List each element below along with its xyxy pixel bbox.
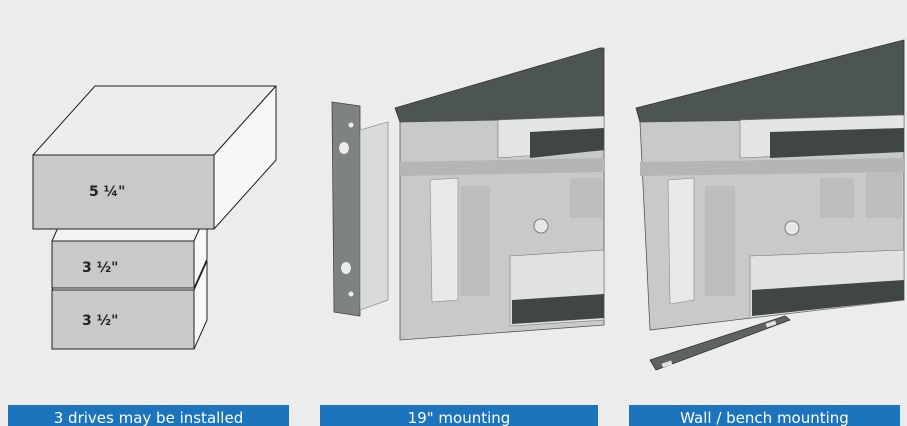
drive-label-3-5-upper: 3 ½" (82, 260, 119, 276)
drive-5-25 (32, 85, 277, 230)
rack-mount-illustration (331, 47, 605, 341)
caption-wall-mounting: Wall / bench mounting (629, 405, 900, 426)
drive-stack-illustration (32, 85, 277, 350)
drive-label-5-25: 5 ¼" (89, 184, 126, 200)
drive-label-3-5-lower: 3 ½" (82, 313, 119, 329)
wall-mount-illustration (635, 39, 905, 371)
caption-rack-mounting: 19" mounting (320, 405, 598, 426)
caption-drives: 3 drives may be installed (8, 405, 289, 426)
